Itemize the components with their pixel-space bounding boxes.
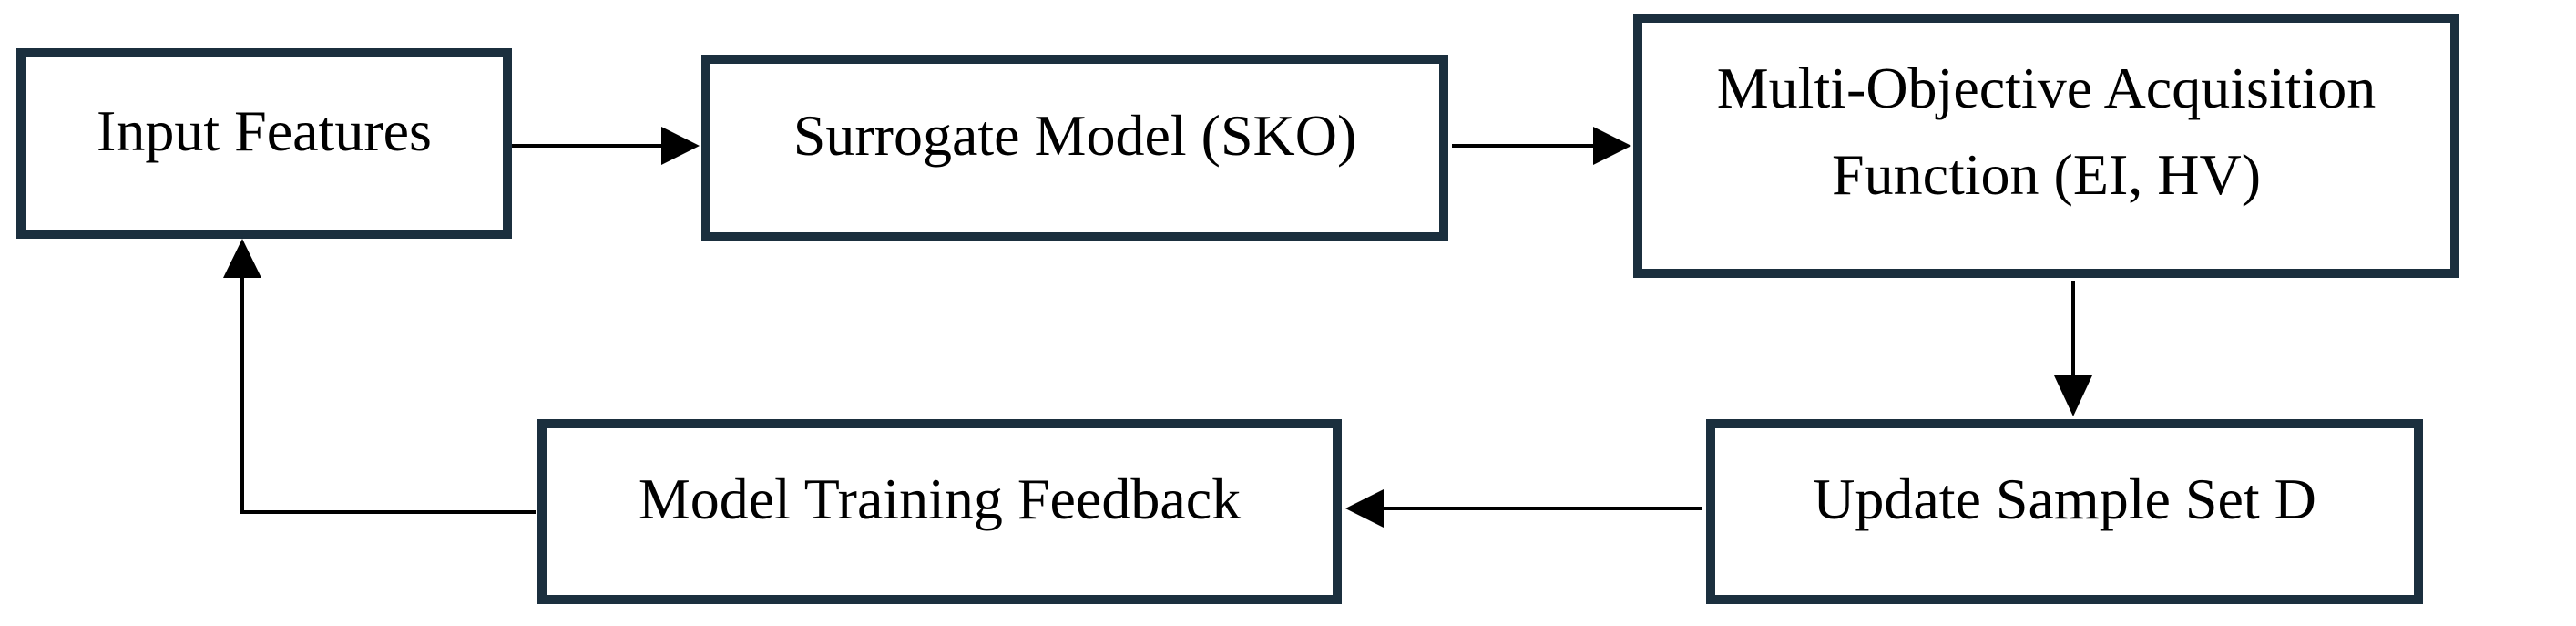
connector-surrogate-to-acquisition xyxy=(1452,127,1631,165)
node-label: Surrogate Model (SKO) xyxy=(792,103,1357,169)
node-label: Model Training Feedback xyxy=(638,467,1242,532)
node-surrogate-model: Surrogate Model (SKO) xyxy=(701,55,1448,241)
node-input-features: Input Features xyxy=(16,48,512,239)
connector-feedback-to-input xyxy=(223,239,536,514)
connector-update-to-feedback xyxy=(1345,489,1702,528)
node-acquisition-function: Multi-Objective Acquisition Function (EI… xyxy=(1633,14,2459,278)
arrow-right-icon xyxy=(661,127,700,165)
arrow-up-icon xyxy=(223,239,261,278)
node-model-training-feedback: Model Training Feedback xyxy=(537,419,1342,604)
arrow-down-icon xyxy=(2054,375,2092,416)
node-label: Input Features xyxy=(97,98,432,164)
node-label: Multi-Objective Acquisition Function (EI… xyxy=(1716,56,2377,207)
arrow-right-icon xyxy=(1593,127,1631,165)
node-update-sample-set: Update Sample Set D xyxy=(1706,419,2423,604)
node-label: Update Sample Set D xyxy=(1813,467,2316,532)
connector-acquisition-to-update xyxy=(2054,281,2092,416)
arrow-left-icon xyxy=(1345,489,1384,528)
connector-input-to-surrogate xyxy=(512,127,700,165)
